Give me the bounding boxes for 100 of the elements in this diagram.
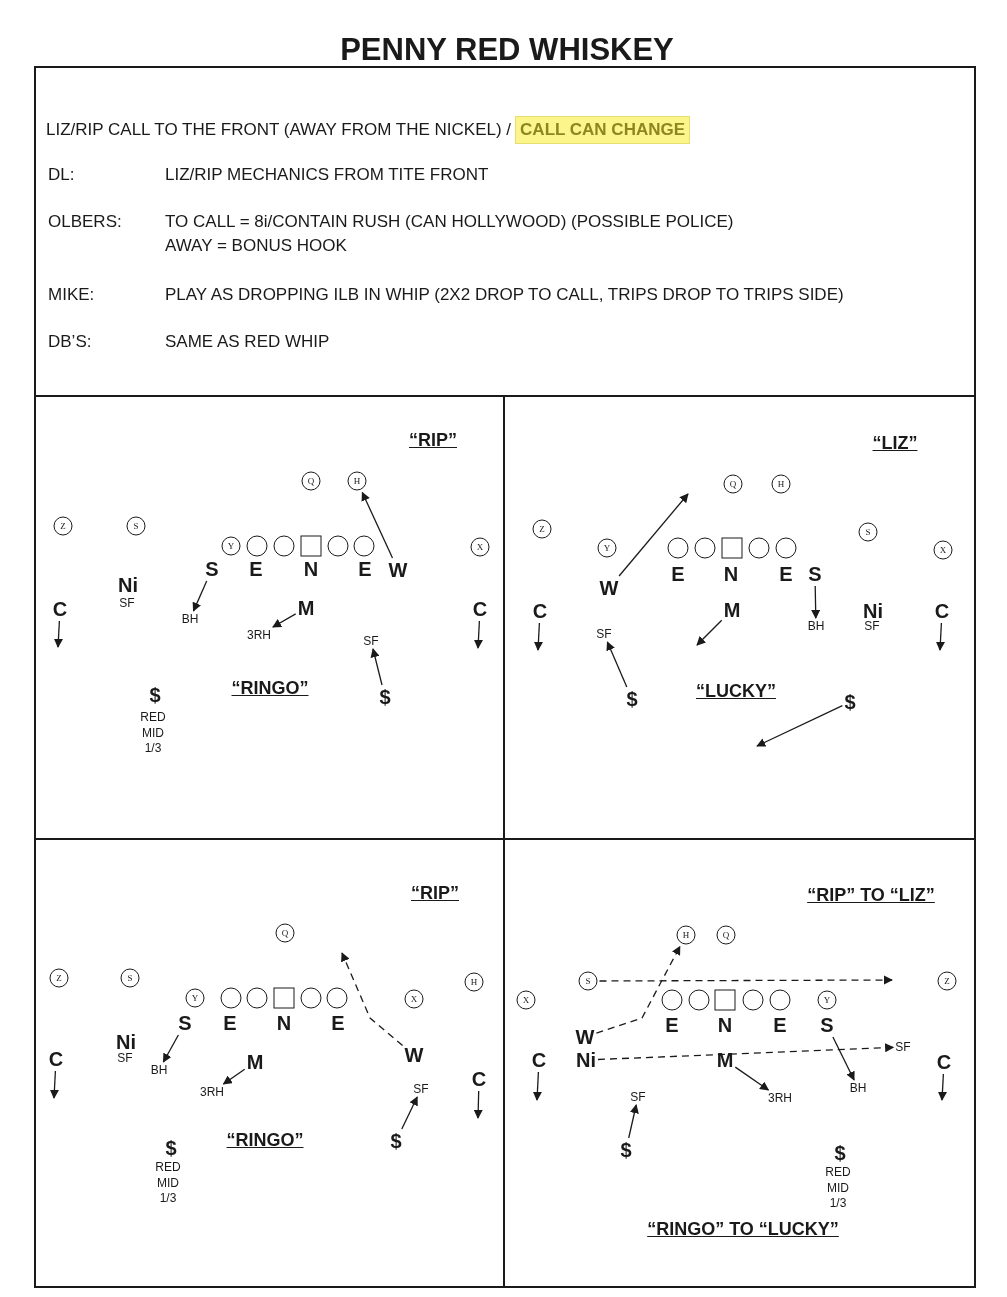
defender-letter: W bbox=[575, 1027, 595, 1047]
instruction-text: AWAY = BONUS HOOK bbox=[165, 236, 347, 256]
arrow bbox=[370, 648, 383, 686]
instruction-text: TO CALL = 8i/CONTAIN RUSH (CAN HOLLYWOOD) (POSSIBLE POLICE) bbox=[165, 212, 734, 232]
highlighted-note: CALL CAN CHANGE bbox=[515, 116, 691, 144]
zone-label: 3RH bbox=[200, 1086, 224, 1098]
defender-letter: M bbox=[723, 600, 741, 620]
defender-letter: E bbox=[665, 1015, 679, 1035]
defender-letter: Ni bbox=[116, 1032, 136, 1052]
play-panel bbox=[34, 838, 505, 1288]
defender-letter: Ni bbox=[576, 1050, 596, 1070]
zone-label: BH bbox=[181, 613, 199, 625]
defender-letter: E bbox=[671, 564, 685, 584]
defender-letter: M bbox=[716, 1050, 734, 1070]
arrow bbox=[533, 622, 543, 651]
dashed-arrow bbox=[598, 975, 893, 985]
position-label: MIKE: bbox=[48, 285, 95, 305]
defender-letter: $ bbox=[165, 1138, 177, 1158]
defender-letter: C bbox=[48, 1049, 64, 1069]
zone-label: SF bbox=[119, 597, 135, 609]
zone-label: BH bbox=[807, 620, 825, 632]
arrow bbox=[53, 620, 63, 648]
defender-letter: S bbox=[205, 559, 219, 579]
coverage-note: RED MID 1/3 bbox=[824, 1164, 852, 1212]
play-call-heading: “RIP” bbox=[409, 431, 457, 449]
zone-label: 3RH bbox=[247, 629, 271, 641]
play-call-heading: “LIZ” bbox=[872, 434, 918, 452]
defender-letter: C bbox=[531, 1050, 547, 1070]
position-label: OLBERS: bbox=[48, 212, 122, 232]
defender-letter: E bbox=[779, 564, 793, 584]
defender-letter: $ bbox=[390, 1131, 402, 1151]
defender-letter: Ni bbox=[863, 601, 883, 621]
coverage-call-heading: “RINGO” TO “LUCKY” bbox=[647, 1220, 839, 1238]
defender-letter: S bbox=[820, 1015, 834, 1035]
defender-letter: E bbox=[331, 1013, 345, 1033]
defender-letter: E bbox=[249, 559, 263, 579]
defender-letter: N bbox=[717, 1015, 733, 1035]
arrow bbox=[473, 620, 483, 649]
defender-letter: E bbox=[773, 1015, 787, 1035]
instruction-text: SAME AS RED WHIP bbox=[165, 332, 330, 352]
defender-letter: $ bbox=[379, 687, 391, 707]
dashed-arrow bbox=[595, 945, 681, 1034]
arrow bbox=[222, 1068, 246, 1085]
arrow bbox=[162, 1034, 180, 1063]
arrow bbox=[49, 1070, 59, 1099]
play-call-heading: “RIP” TO “LIZ” bbox=[807, 886, 935, 904]
position-label: DL: bbox=[48, 165, 75, 185]
play-panel bbox=[503, 838, 976, 1288]
zone-label: SF bbox=[413, 1083, 429, 1095]
instruction-text: LIZ/RIP CALL TO THE FRONT (AWAY FROM THE NICKEL) / bbox=[46, 120, 512, 140]
defender-letter: $ bbox=[149, 685, 161, 705]
defender-letter: C bbox=[471, 1069, 487, 1089]
zone-label: SF bbox=[596, 628, 612, 640]
instruction-text: LIZ/RIP MECHANICS FROM TITE FRONT bbox=[165, 165, 489, 185]
zone-label: SF bbox=[864, 620, 880, 632]
defender-letter: $ bbox=[620, 1140, 632, 1160]
coverage-call-heading: “RINGO” bbox=[231, 679, 309, 697]
defender-letter: N bbox=[276, 1013, 292, 1033]
zone-label: BH bbox=[150, 1064, 168, 1076]
dashed-arrow bbox=[341, 952, 404, 1047]
defender-letter: C bbox=[52, 599, 68, 619]
defender-letter: C bbox=[934, 601, 950, 621]
coverage-note: RED MID 1/3 bbox=[154, 1159, 182, 1207]
arrow bbox=[937, 1073, 947, 1101]
arrow bbox=[696, 619, 723, 646]
zone-label: SF bbox=[630, 1091, 646, 1103]
position-label: DB’S: bbox=[48, 332, 92, 352]
defender-letter: Ni bbox=[118, 575, 138, 595]
defender-letter: C bbox=[532, 601, 548, 621]
defender-letter: M bbox=[246, 1052, 264, 1072]
arrow bbox=[832, 1036, 855, 1081]
arrow bbox=[361, 491, 394, 559]
coverage-note: RED MID 1/3 bbox=[139, 709, 167, 757]
defender-letter: S bbox=[178, 1013, 192, 1033]
defender-letter: N bbox=[303, 559, 319, 579]
play-call-heading: “RIP” bbox=[411, 884, 459, 902]
page-title: PENNY RED WHISKEY bbox=[340, 33, 674, 65]
arrow bbox=[473, 1090, 483, 1119]
zone-label: SF bbox=[895, 1041, 911, 1053]
defender-letter: E bbox=[358, 559, 372, 579]
defender-letter: S bbox=[808, 564, 822, 584]
instructions-box bbox=[34, 66, 976, 397]
defender-letter: W bbox=[599, 578, 619, 598]
defender-letter: $ bbox=[834, 1143, 846, 1163]
defender-letter: $ bbox=[626, 689, 638, 709]
zone-label: 3RH bbox=[768, 1092, 792, 1104]
arrow bbox=[618, 493, 689, 577]
dashed-arrow bbox=[597, 1043, 895, 1061]
zone-label: SF bbox=[117, 1052, 133, 1064]
zone-label: SF bbox=[363, 635, 379, 647]
defender-letter: W bbox=[388, 560, 408, 580]
defender-letter: W bbox=[404, 1045, 424, 1065]
arrow bbox=[811, 585, 821, 619]
arrow bbox=[532, 1071, 542, 1101]
arrow bbox=[272, 613, 297, 628]
arrow bbox=[192, 580, 208, 612]
arrow bbox=[935, 622, 945, 651]
arrow bbox=[756, 704, 844, 747]
arrow bbox=[401, 1096, 418, 1130]
arrow bbox=[734, 1066, 770, 1091]
